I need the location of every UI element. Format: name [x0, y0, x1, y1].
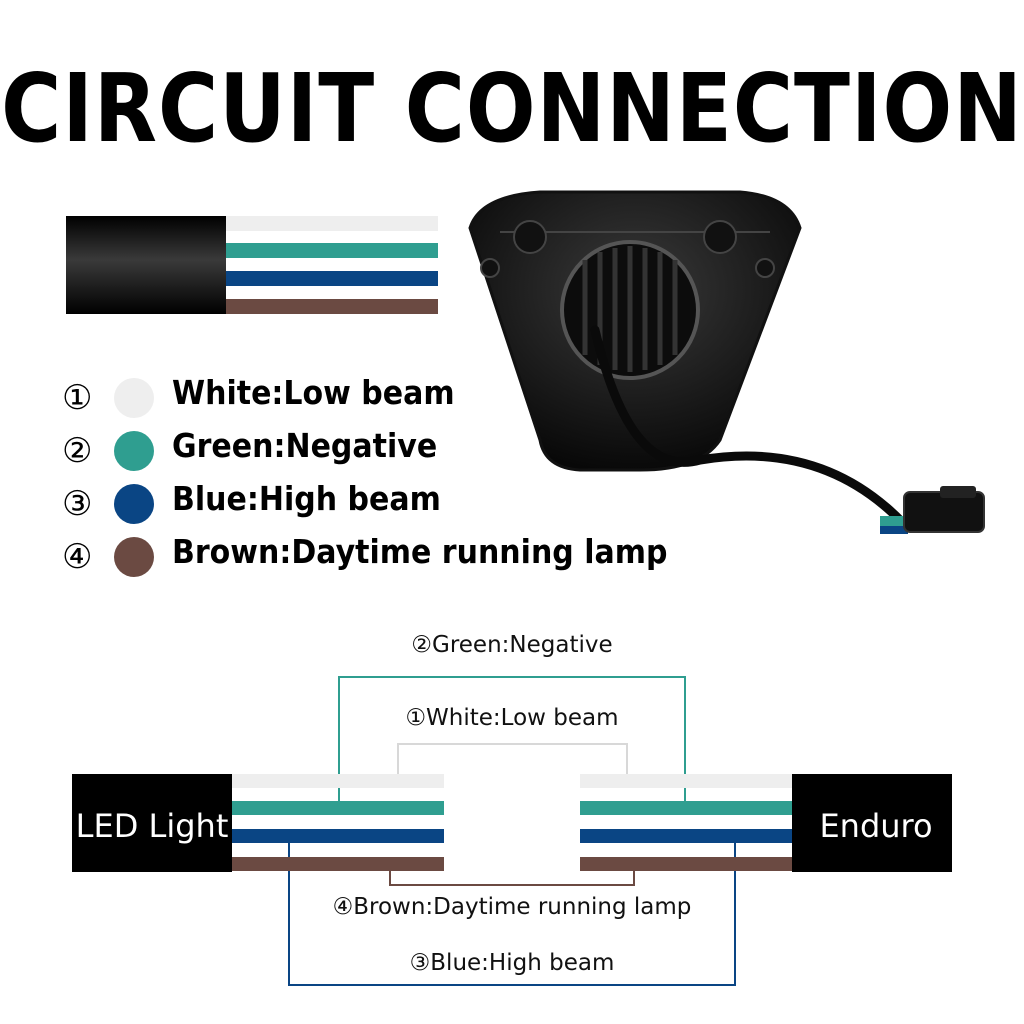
- brown-drl-label: ④Brown:Daytime running lamp: [333, 894, 692, 920]
- legend-number: ②: [62, 431, 93, 471]
- color-swatch-icon: [114, 431, 154, 471]
- color-swatch-icon: [114, 484, 154, 524]
- legend-item-blue: ③ Blue:High beam: [62, 480, 622, 526]
- cable-jacket: [66, 216, 226, 314]
- legend-item-green: ② Green:Negative: [62, 427, 622, 473]
- left-wire-green: [232, 801, 444, 815]
- legend-number: ④: [62, 537, 93, 577]
- page-title: CIRCUIT CONNECTION: [1, 54, 1023, 165]
- wiring-diagram: LED Light Enduro ②Green:Negative ①White:…: [72, 632, 952, 986]
- right-wire-green: [580, 801, 792, 815]
- legend-item-brown: ④ Brown:Daytime running lamp: [62, 533, 667, 579]
- enduro-block: [792, 774, 952, 872]
- legend-number: ①: [62, 378, 93, 418]
- left-wire-blue: [232, 829, 444, 843]
- brown-connection-line: [389, 864, 635, 886]
- legend-label: Green:Negative: [172, 427, 438, 466]
- color-swatch-icon: [114, 378, 154, 418]
- white-low-beam-label: ①White:Low beam: [405, 705, 618, 731]
- enduro-label: Enduro: [819, 807, 932, 845]
- blue-high-beam-label: ③Blue:High beam: [410, 950, 615, 976]
- color-swatch-icon: [114, 537, 154, 577]
- led-light-block: [72, 774, 232, 872]
- right-wire-brown: [580, 857, 792, 871]
- cable-illustration: [66, 216, 438, 314]
- left-wire-white: [232, 774, 444, 788]
- legend-number: ③: [62, 484, 93, 524]
- wire-connector-icon: [880, 486, 985, 534]
- wire-blue: [226, 271, 438, 286]
- legend-label: Blue:High beam: [172, 480, 441, 519]
- green-negative-label: ②Green:Negative: [411, 632, 612, 658]
- right-wire-blue: [580, 829, 792, 843]
- wire-white: [226, 216, 438, 231]
- green-connection-line: [338, 676, 686, 808]
- right-wire-white: [580, 774, 792, 788]
- left-wire-brown: [232, 857, 444, 871]
- wire-green: [226, 243, 438, 258]
- led-light-label: LED Light: [76, 807, 229, 845]
- legend-item-white: ① White:Low beam: [62, 374, 622, 420]
- wire-brown: [226, 299, 438, 314]
- white-connection-line: [397, 743, 628, 780]
- legend-label: White:Low beam: [172, 374, 455, 413]
- blue-connection-line: [288, 836, 736, 986]
- headlight-rear-icon: [468, 190, 905, 525]
- legend-label: Brown:Daytime running lamp: [172, 533, 668, 572]
